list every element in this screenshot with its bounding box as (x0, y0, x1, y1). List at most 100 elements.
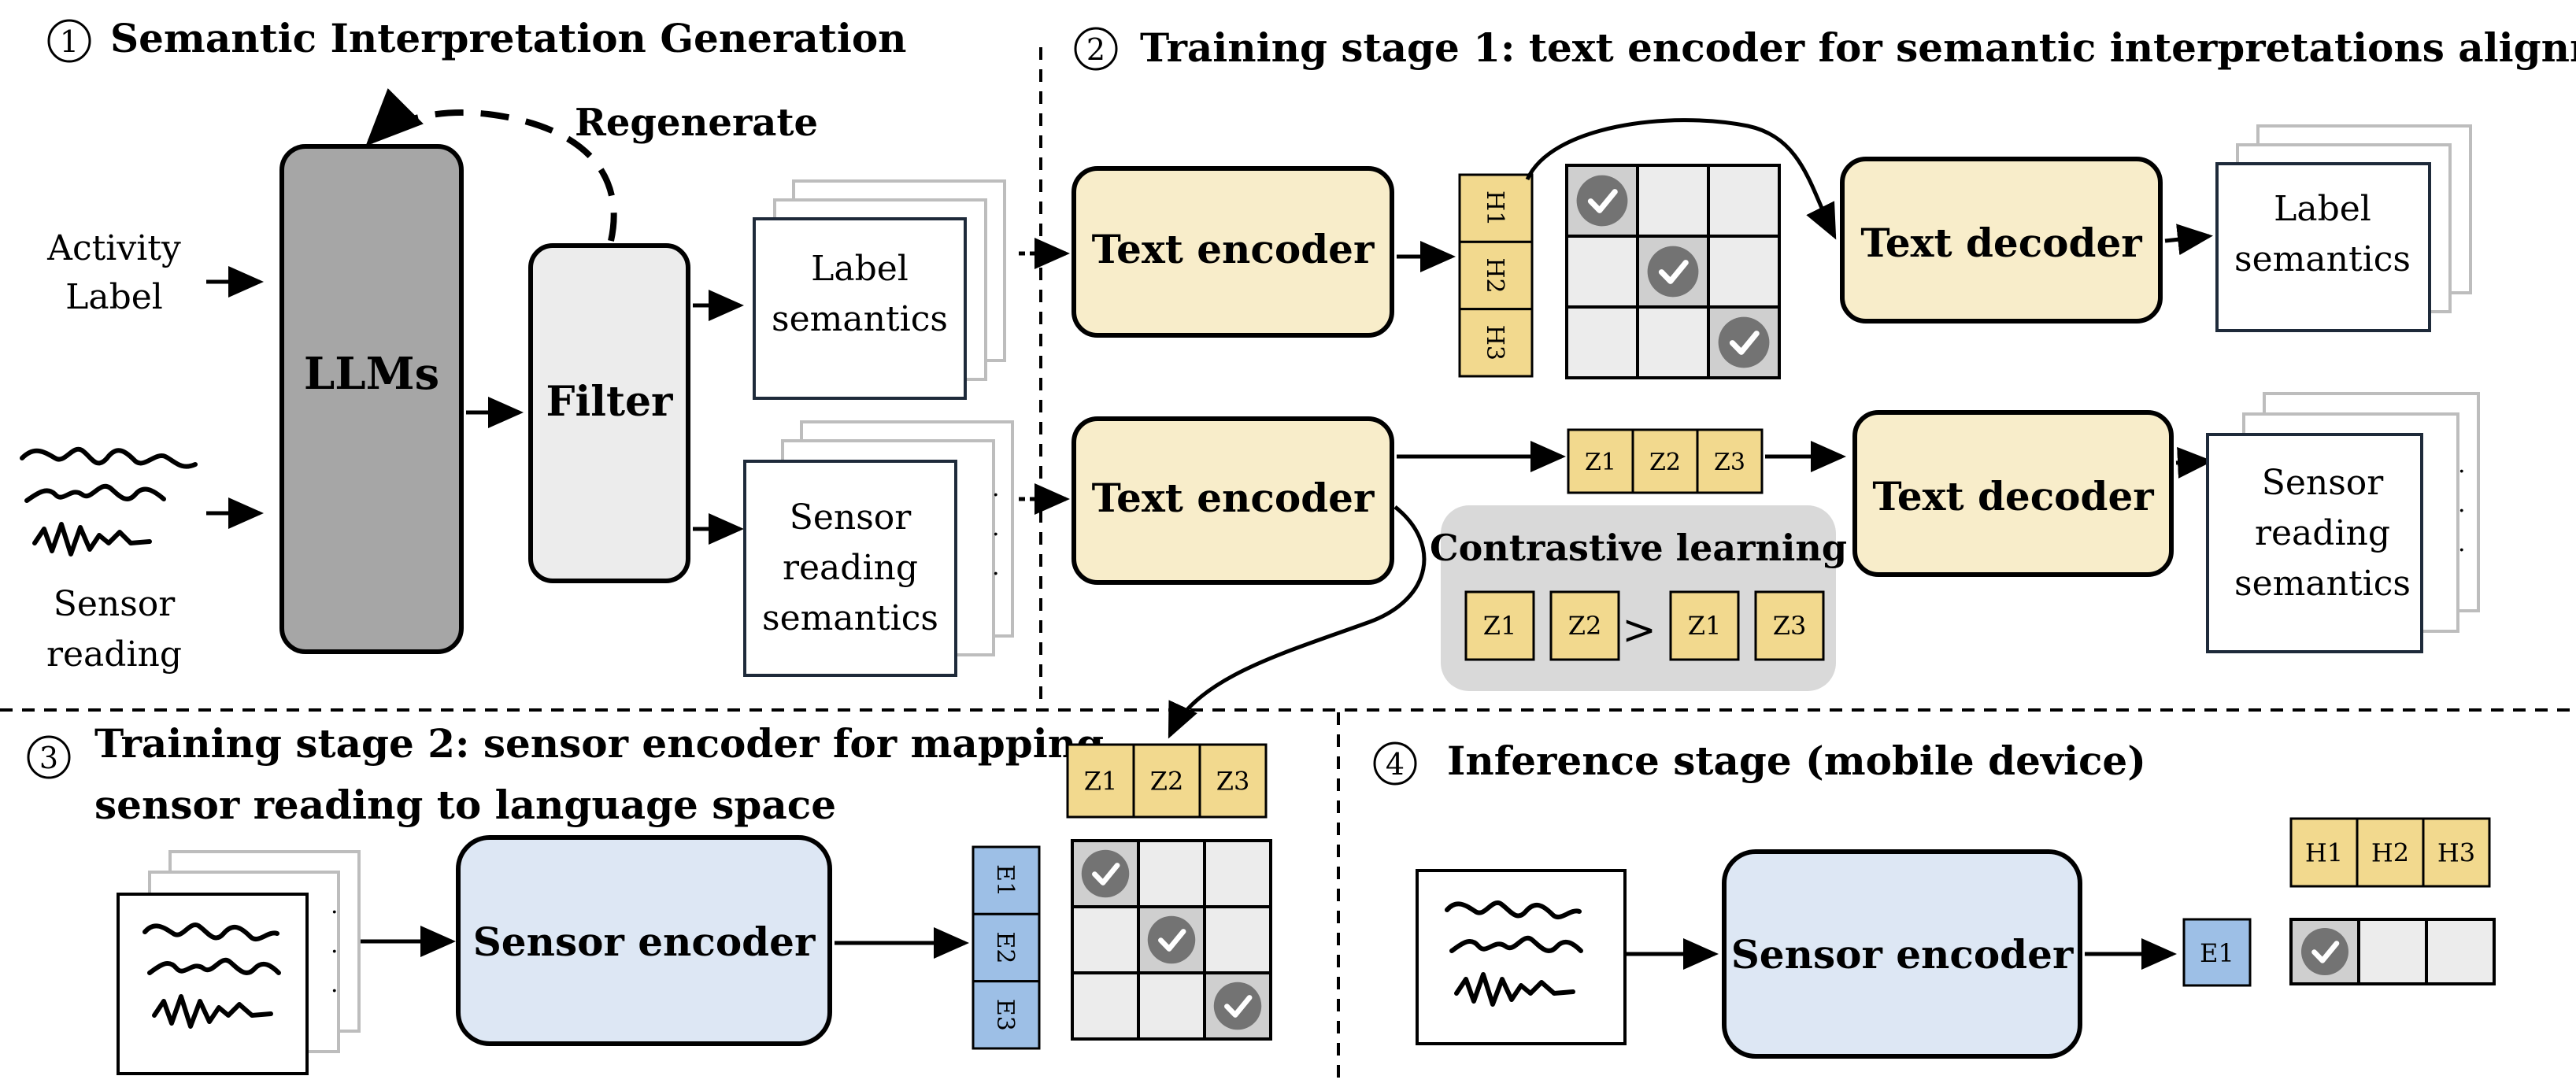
grid-cell-match (1203, 971, 1272, 1041)
grid-cell (1707, 235, 1781, 309)
sensor-signal-icon (1445, 900, 1583, 1007)
inference-cell (2425, 918, 2496, 985)
section-title-line-1: Training stage 2: sensor encoder for map… (94, 720, 1104, 767)
z-token: Z1 (1066, 743, 1135, 819)
section-4-header: 4 Inference stage (mobile device) (1373, 738, 2146, 786)
dots: . (331, 892, 339, 919)
check-icon (1647, 246, 1699, 298)
h-token: H2 (2356, 817, 2425, 888)
z-token-label: Z1 (1585, 449, 1616, 476)
inference-sensor-reading (1416, 869, 1627, 1045)
h-token-label: H1 (1481, 190, 1508, 226)
contrastive-token-label: Z2 (1568, 611, 1602, 641)
sensor-reading-line-2: reading (46, 634, 182, 675)
h-token: H1 (2289, 817, 2359, 888)
check-icon (1081, 849, 1130, 898)
text-decoder-label: Text decoder (1872, 473, 2154, 519)
filter-box: Filter (528, 243, 690, 583)
z-token-label: Z3 (1216, 767, 1250, 797)
dots: . (992, 553, 1000, 581)
dots: . (992, 475, 1000, 502)
llms-label: LLMs (304, 348, 439, 400)
z-token-label: Z2 (1649, 449, 1681, 476)
h-token-label: H1 (2305, 838, 2343, 868)
sensor-semantics-line-1: Sensor (2262, 463, 2385, 503)
h-token: H1 (1458, 173, 1534, 243)
activity-label-line-2: Label (65, 277, 163, 317)
contrastive-token-label: Z1 (1688, 611, 1722, 641)
section-number-circle (1074, 27, 1118, 71)
section-2-header: 2 Training stage 1: text encoder for sem… (1074, 24, 2576, 71)
grid-cell (1203, 905, 1272, 974)
z-token-label: Z1 (1084, 767, 1118, 797)
text-decoder-label: Text decoder (1860, 220, 2142, 266)
inference-cell-match (2289, 918, 2360, 985)
sensor-encoder-stage2: Sensor encoder (456, 835, 832, 1046)
grid-cell (1137, 971, 1206, 1041)
grid-cell (1565, 305, 1639, 379)
grid-cell (1636, 305, 1710, 379)
text-encoder-label: Text encoder (1092, 226, 1375, 272)
e-token-label: E1 (991, 864, 1019, 897)
e1-label: E1 (2200, 938, 2234, 968)
grid-cell (1137, 839, 1206, 908)
grid-cell-match (1137, 905, 1206, 974)
contrastive-token-label: Z1 (1483, 611, 1517, 641)
regenerate-arrow (365, 88, 617, 242)
text-encoder-bottom: Text encoder (1071, 416, 1394, 585)
sensor-semantics-output-stack: . . . Sensor reading semantics (2206, 392, 2480, 653)
z-token: Z3 (1198, 743, 1268, 819)
sensor-signal-icon (142, 922, 281, 1029)
grid-cell-match (1071, 839, 1140, 908)
check-icon (1213, 982, 1262, 1030)
activity-label-input: Activity Label (46, 228, 181, 317)
inference-match-row (2289, 918, 2496, 985)
section-title: Inference stage (mobile device) (1447, 738, 2146, 784)
check-icon (1576, 175, 1628, 227)
sensor-semantics-line-2: reading (2255, 513, 2390, 553)
h-token: H3 (2422, 817, 2491, 888)
filter-label: Filter (546, 378, 674, 426)
section-number-circle (47, 19, 91, 63)
dots: . (331, 971, 339, 998)
grid-cell (1565, 235, 1639, 309)
z-token: Z2 (1132, 743, 1201, 819)
section-number: 3 (39, 741, 58, 775)
activity-label-line-1: Activity (46, 228, 181, 268)
h-token-label: H3 (1481, 325, 1508, 360)
sensor-semantics-line-1: Sensor (790, 497, 912, 538)
llms-box: LLMs (279, 144, 464, 654)
section-title: Training stage 1: text encoder for seman… (1140, 24, 2576, 71)
contrastive-token-label: Z3 (1773, 611, 1807, 641)
grid-cell (1707, 164, 1781, 238)
similarity-grid-stage1 (1565, 164, 1781, 379)
sensor-reading-stack: . . . (117, 850, 361, 1075)
e-token: E1 (972, 845, 1041, 915)
check-icon (1147, 915, 1196, 964)
contrastive-token: Z1 (1464, 590, 1535, 661)
sensor-semantics-line-3: semantics (762, 598, 938, 638)
section-number-circle (1373, 741, 1417, 786)
arrow-decoder-to-sensor-semantics (2175, 446, 2213, 479)
arrow-encoder-to-stage2-z (1168, 505, 1427, 739)
section-title-line-2: sensor reading to language space (94, 782, 836, 828)
label-semantics-output-stack: Label semantics (2215, 124, 2472, 332)
dots: . (331, 931, 339, 959)
z-token: Z1 (1567, 428, 1634, 494)
h-token-label: H2 (2371, 838, 2409, 868)
sensor-encoder-inference: Sensor encoder (1722, 849, 2082, 1059)
e-token-label: E2 (991, 932, 1019, 964)
check-icon (2301, 928, 2348, 975)
h-token-label: H3 (2437, 838, 2475, 868)
text-encoder-top: Text encoder (1071, 166, 1394, 338)
contrastive-token: Z1 (1669, 590, 1740, 661)
sensor-signal-icon (20, 446, 198, 556)
grid-cell (1071, 971, 1140, 1041)
grid-cell (1203, 839, 1272, 908)
similarity-grid-stage2 (1071, 839, 1272, 1041)
section-title: Semantic Interpretation Generation (110, 15, 907, 61)
h-token-row-inference: H1 H2 H3 (2289, 817, 2491, 888)
